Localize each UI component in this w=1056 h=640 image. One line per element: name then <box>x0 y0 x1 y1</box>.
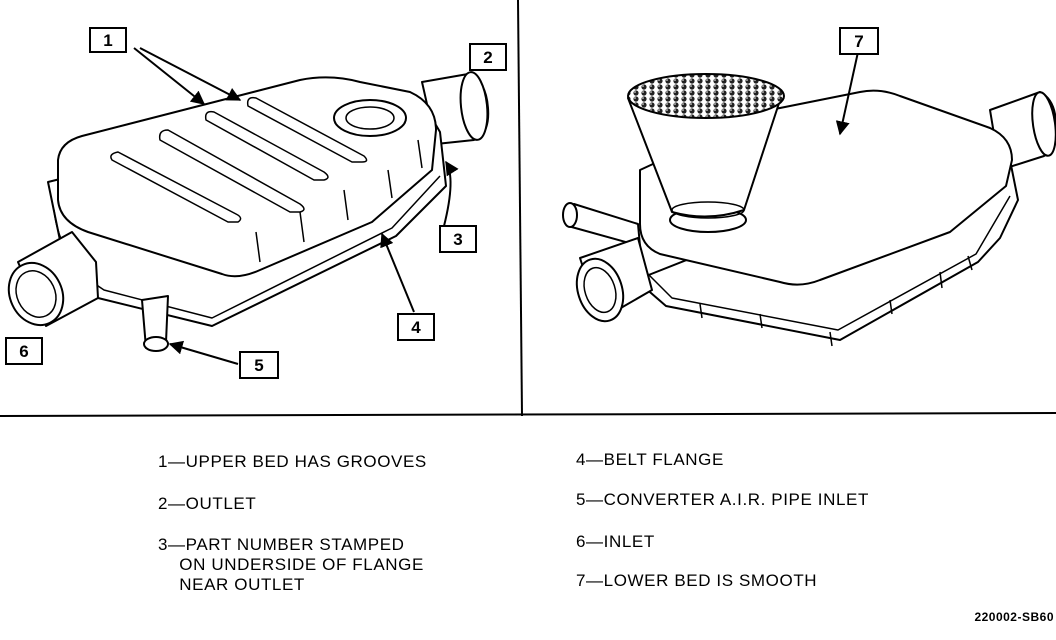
svg-text:2: 2 <box>483 48 492 67</box>
callout-6: 6 <box>5 337 43 365</box>
legend-item-1: 1—UPPER BED HAS GROOVES <box>158 452 427 471</box>
callout-7: 7 <box>839 27 879 55</box>
legend-item-5: 5—CONVERTER A.I.R. PIPE INLET <box>576 490 869 509</box>
converter-diagram: 1 2 3 4 5 6 7 <box>0 0 1056 417</box>
svg-text:3: 3 <box>453 230 462 249</box>
callout-2: 2 <box>469 43 507 71</box>
legend-item-3-line-3: NEAR OUTLET <box>158 575 305 594</box>
callout-5: 5 <box>239 351 279 379</box>
svg-text:6: 6 <box>19 342 28 361</box>
callout-4: 4 <box>397 313 435 341</box>
leader-lines <box>133 47 859 365</box>
svg-text:1: 1 <box>103 31 112 50</box>
converter-lower-view <box>562 73 1056 347</box>
legend-item-3-line-2: ON UNDERSIDE OF FLANGE <box>158 555 424 574</box>
converter-upper-view <box>7 71 490 352</box>
panel-bottom-line <box>0 412 1056 417</box>
callout-1: 1 <box>89 27 127 53</box>
legend-right-column: 4—BELT FLANGE 5—CONVERTER A.I.R. PIPE IN… <box>576 450 869 591</box>
figure-id: 220002-SB60 <box>974 610 1054 624</box>
svg-text:4: 4 <box>411 318 421 337</box>
legend-item-2: 2—OUTLET <box>158 494 257 513</box>
legend-left-column: 1—UPPER BED HAS GROOVES 2—OUTLET 3—PART … <box>158 452 427 595</box>
legend-item-7: 7—LOWER BED IS SMOOTH <box>576 571 818 590</box>
svg-text:5: 5 <box>254 356 263 375</box>
panel-divider <box>517 0 523 417</box>
legend-item-3-line-1: 3—PART NUMBER STAMPED <box>158 535 405 554</box>
legend-item-6: 6—INLET <box>576 532 655 551</box>
svg-text:7: 7 <box>854 32 863 51</box>
legend-item-4: 4—BELT FLANGE <box>576 450 724 469</box>
callout-3: 3 <box>439 225 477 253</box>
